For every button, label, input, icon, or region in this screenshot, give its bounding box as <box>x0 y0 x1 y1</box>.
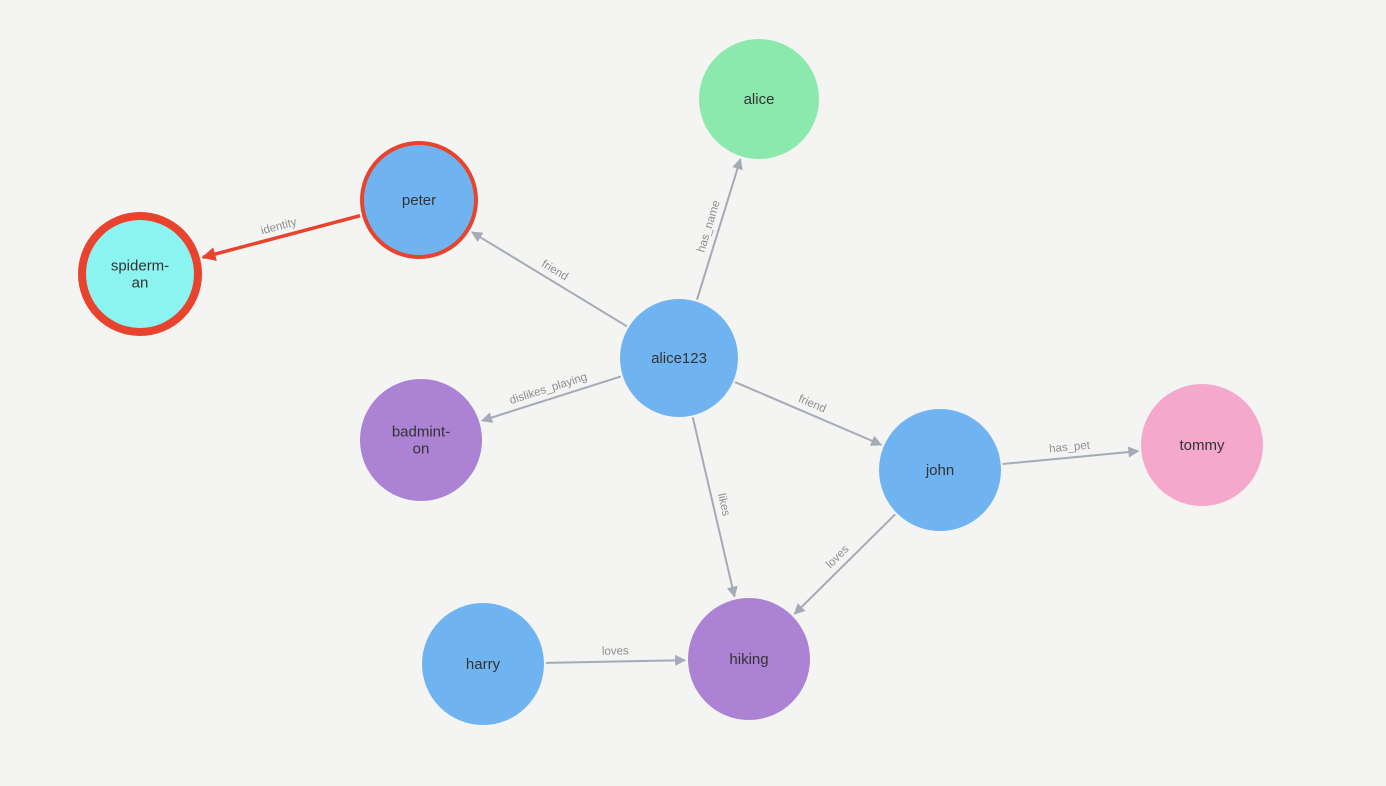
relationship-line[interactable] <box>734 381 883 446</box>
relationship-line[interactable] <box>471 231 628 328</box>
node-john[interactable]: john <box>879 409 1001 531</box>
node-alice123[interactable]: alice123 <box>620 299 738 417</box>
relationship-type-label: friend <box>539 258 570 283</box>
edge-alice123-john[interactable]: friend <box>734 381 883 446</box>
node-circle[interactable] <box>1141 384 1263 506</box>
node-badminton[interactable]: badmint-on <box>360 379 482 501</box>
relationship-line[interactable] <box>480 375 622 423</box>
node-circle[interactable] <box>78 212 202 336</box>
edge-john-tommy[interactable]: has_pet <box>1002 438 1140 466</box>
edge-harry-hiking[interactable]: loves <box>545 644 687 666</box>
relationship-type-label: loves <box>824 543 852 571</box>
node-tommy[interactable]: tommy <box>1141 384 1263 506</box>
node-spiderman[interactable]: spiderm-an <box>78 212 202 336</box>
relationship-line[interactable] <box>1002 446 1140 466</box>
node-circle[interactable] <box>620 299 738 417</box>
edge-alice123-peter[interactable]: friend <box>471 231 628 328</box>
edge-john-hiking[interactable]: loves <box>793 513 896 615</box>
relationship-line[interactable] <box>696 158 743 301</box>
relationship-line[interactable] <box>201 213 361 261</box>
edge-alice123-badminton[interactable]: dislikes_playing <box>480 370 622 423</box>
relationship-type-label: dislikes_playing <box>508 371 588 407</box>
nodes-layer: alice peter spiderm-an alice123 badmint-on jo… <box>78 39 1263 725</box>
node-circle[interactable] <box>879 409 1001 531</box>
relationship-type-label: friend <box>796 393 827 415</box>
edge-alice123-alice[interactable]: has_name <box>694 158 743 301</box>
relationship-type-label: likes <box>715 492 732 517</box>
edge-peter-spiderman[interactable]: identity <box>201 213 361 261</box>
node-alice[interactable]: alice <box>699 39 819 159</box>
node-circle[interactable] <box>699 39 819 159</box>
relationship-line[interactable] <box>545 654 687 666</box>
edge-alice123-hiking[interactable]: likes <box>691 417 738 598</box>
node-hiking[interactable]: hiking <box>688 598 810 720</box>
node-circle[interactable] <box>688 598 810 720</box>
node-circle[interactable] <box>422 603 544 725</box>
relationship-line[interactable] <box>793 513 896 615</box>
node-circle[interactable] <box>360 141 478 259</box>
relationship-type-label: loves <box>602 645 629 658</box>
node-peter[interactable]: peter <box>360 141 478 259</box>
relationship-line[interactable] <box>691 417 738 598</box>
relationship-type-label: has_pet <box>1049 440 1092 456</box>
node-circle[interactable] <box>360 379 482 501</box>
node-harry[interactable]: harry <box>422 603 544 725</box>
